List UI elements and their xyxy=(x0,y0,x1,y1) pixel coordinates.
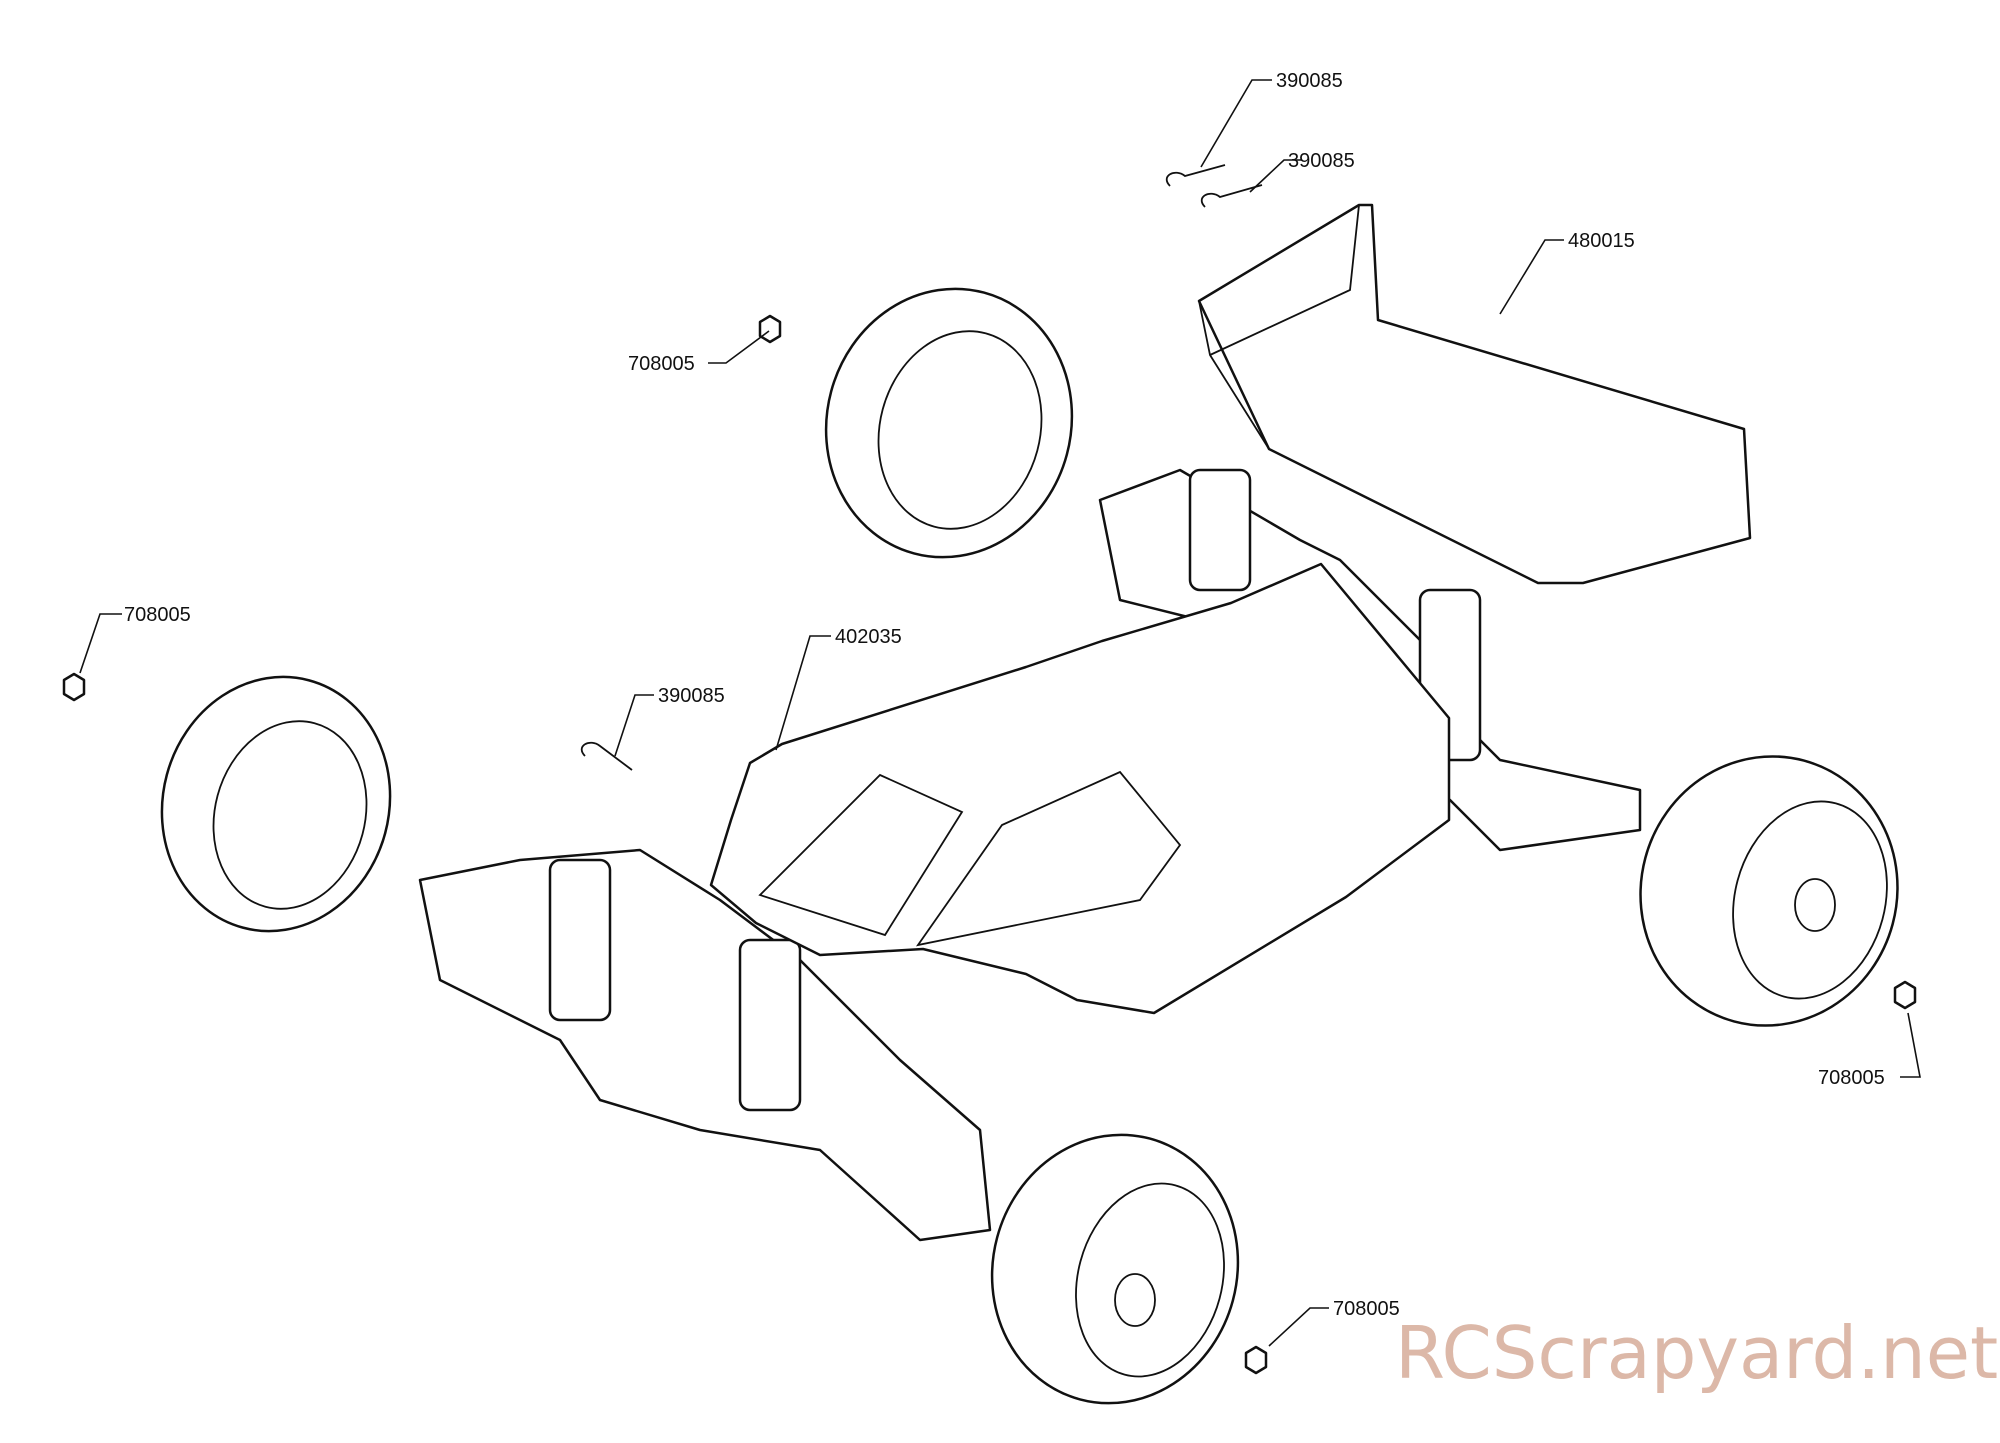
rear-shock-left xyxy=(1188,468,1252,592)
part-label: 480015 xyxy=(1568,230,1635,252)
part-label: 708005 xyxy=(1818,1067,1885,1089)
watermark: RCScrapyard.net xyxy=(1395,1311,1998,1395)
front-shock-left xyxy=(548,858,612,1022)
front-chassis xyxy=(418,848,992,1242)
rear-wing xyxy=(1197,203,1752,585)
wheel-rear-left xyxy=(824,287,1074,559)
nut-icon xyxy=(1244,1345,1268,1375)
part-label: 708005 xyxy=(628,353,695,375)
front-shock-right xyxy=(738,938,802,1112)
nut-icons xyxy=(62,314,1917,1375)
wheel-front-left xyxy=(160,675,392,933)
part-label: 390085 xyxy=(658,685,725,707)
body-shell xyxy=(709,562,1451,1015)
leader-lines xyxy=(79,79,1921,1347)
part-label: 708005 xyxy=(1333,1298,1400,1320)
part-label: 402035 xyxy=(835,626,902,648)
wheel-rear-right xyxy=(1639,755,1899,1027)
nut-icon xyxy=(1893,980,1917,1010)
body-clip-icon xyxy=(580,741,633,771)
wing-edge-lines xyxy=(1198,204,1360,450)
nut-icon xyxy=(758,314,782,344)
wheel-front-right xyxy=(990,1133,1240,1405)
body-windows xyxy=(758,770,1182,947)
part-label: 708005 xyxy=(124,604,191,626)
part-label: 390085 xyxy=(1288,150,1355,172)
part-label: 390085 xyxy=(1276,70,1343,92)
nut-icon xyxy=(62,672,86,702)
body-clip-icon xyxy=(1165,164,1226,187)
body-clip-icon xyxy=(1200,184,1263,208)
body-clip-icons xyxy=(580,164,1263,771)
